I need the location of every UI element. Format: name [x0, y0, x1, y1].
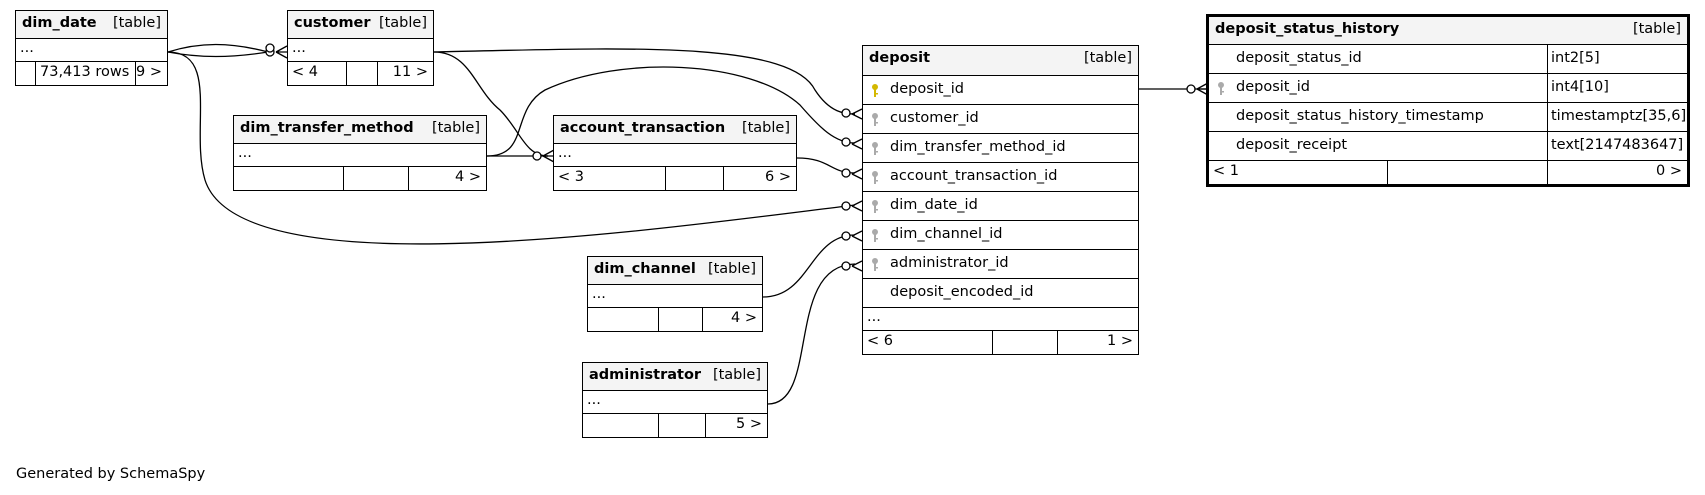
table-name: account_transaction [560, 120, 726, 136]
children-count[interactable]: 9 > [136, 64, 162, 80]
column-row[interactable]: dim_transfer_method_id [863, 134, 1138, 163]
table-type: [table] [712, 367, 761, 383]
foreign-key-icon [871, 141, 879, 156]
children-count[interactable]: 0 > [1656, 163, 1682, 179]
table-name: customer [294, 15, 371, 31]
edge-administrator-deposit [767, 263, 856, 405]
foreign-key-icon [1217, 81, 1225, 96]
table-dim-date[interactable]: dim_date [table] ... 73,413 rows 9 > [15, 10, 168, 86]
column-row[interactable]: deposit_status_id int2[5] [1209, 45, 1687, 74]
foreign-key-icon [871, 228, 879, 243]
column-name: deposit_status_id [1236, 50, 1362, 66]
table-administrator[interactable]: administrator [table] ... 5 > [582, 362, 768, 438]
table-deposit[interactable]: deposit [table] deposit_id customer_id di… [862, 45, 1139, 355]
column-name: account_transaction_id [890, 168, 1058, 184]
table-name: administrator [589, 367, 702, 383]
table-deposit-status-history[interactable]: deposit_status_history [table] deposit_st… [1206, 14, 1690, 187]
table-footer: < 6 1 > [863, 331, 1138, 354]
column-type: int2[5] [1551, 50, 1600, 66]
foreign-key-icon [871, 112, 879, 127]
column-name: dim_channel_id [890, 226, 1003, 242]
columns-ellipsis: ... [587, 392, 601, 408]
column-name: administrator_id [890, 255, 1009, 271]
table-footer: 73,413 rows 9 > [16, 62, 167, 85]
table-footer: 4 > [588, 308, 762, 331]
table-type: [table] [1632, 21, 1681, 37]
parents-count[interactable]: < 4 [292, 64, 318, 80]
table-name: dim_transfer_method [240, 120, 414, 136]
table-type: [table] [707, 261, 756, 277]
table-type: [table] [741, 120, 790, 136]
columns-ellipsis: ... [558, 145, 572, 161]
table-footer: 4 > [234, 167, 486, 190]
table-name: deposit [869, 50, 931, 66]
table-account-transaction[interactable]: account_transaction [table] ... < 3 6 > [553, 115, 797, 191]
primary-key-icon [871, 83, 879, 98]
column-name: deposit_status_history_timestamp [1236, 108, 1484, 124]
table-footer: < 4 11 > [288, 62, 433, 85]
column-row[interactable]: dim_date_id [863, 192, 1138, 221]
columns-ellipsis: ... [20, 40, 34, 56]
column-name: deposit_id [890, 81, 964, 97]
column-row[interactable]: dim_channel_id [863, 221, 1138, 250]
children-count[interactable]: 1 > [1107, 333, 1133, 349]
column-row[interactable]: deposit_id int4[10] [1209, 74, 1687, 103]
column-type: timestamptz[35,6] [1551, 108, 1687, 124]
children-count[interactable]: 5 > [736, 416, 762, 432]
columns-ellipsis: ... [867, 309, 881, 325]
column-row[interactable]: customer_id [863, 105, 1138, 134]
columns-ellipsis: ... [292, 40, 306, 56]
parents-count[interactable]: < 3 [558, 169, 584, 185]
table-name: dim_channel [594, 261, 696, 277]
foreign-key-icon [871, 257, 879, 272]
table-customer[interactable]: customer [table] ... < 4 11 > [287, 10, 434, 86]
parents-count[interactable]: < 6 [867, 333, 893, 349]
column-row[interactable]: deposit_receipt text[2147483647] [1209, 132, 1687, 161]
table-type: [table] [1083, 50, 1132, 66]
table-dim-channel[interactable]: dim_channel [table] ... 4 > [587, 256, 763, 332]
table-footer: < 3 6 > [554, 167, 796, 190]
foreign-key-icon [871, 199, 879, 214]
table-name: deposit_status_history [1215, 21, 1400, 37]
columns-ellipsis: ... [592, 286, 606, 302]
column-row[interactable]: deposit_status_history_timestamp timestam… [1209, 103, 1687, 132]
column-row[interactable]: account_transaction_id [863, 163, 1138, 192]
column-name: deposit_receipt [1236, 137, 1348, 153]
edge-dim-channel-deposit [762, 234, 856, 298]
edge-dtm-deposit [486, 66, 856, 157]
children-count[interactable]: 4 > [731, 310, 757, 326]
foreign-key-icon [871, 170, 879, 185]
table-dim-transfer-method[interactable]: dim_transfer_method [table] ... 4 > [233, 115, 487, 191]
children-count[interactable]: 11 > [392, 64, 428, 80]
table-name: dim_date [22, 15, 97, 31]
edge-customer-account-transaction [433, 51, 549, 157]
children-count[interactable]: 4 > [455, 169, 481, 185]
edge-customer-deposit [433, 48, 856, 115]
parents-count[interactable]: < 1 [1213, 163, 1239, 179]
table-type: [table] [378, 15, 427, 31]
table-footer: 5 > [583, 414, 767, 437]
column-name: deposit_id [1236, 79, 1310, 95]
edge-dim-date-deposit [167, 51, 856, 245]
row-count: 73,413 rows [40, 64, 130, 80]
children-count[interactable]: 6 > [765, 169, 791, 185]
column-type: text[2147483647] [1551, 137, 1684, 153]
column-name: dim_transfer_method_id [890, 139, 1066, 155]
table-type: [table] [112, 15, 161, 31]
column-name: deposit_encoded_id [890, 284, 1034, 300]
column-type: int4[10] [1551, 79, 1609, 95]
column-row[interactable]: deposit_id [863, 76, 1138, 105]
table-type: [table] [431, 120, 480, 136]
generated-by-label: Generated by SchemaSpy [16, 466, 206, 482]
table-footer: < 1 0 > [1209, 161, 1687, 184]
column-row[interactable]: administrator_id [863, 250, 1138, 279]
columns-ellipsis: ... [238, 145, 252, 161]
edge-dim-date-customer [167, 43, 269, 53]
column-name: dim_date_id [890, 197, 978, 213]
column-name: customer_id [890, 110, 979, 126]
column-row[interactable]: deposit_encoded_id [863, 279, 1138, 308]
